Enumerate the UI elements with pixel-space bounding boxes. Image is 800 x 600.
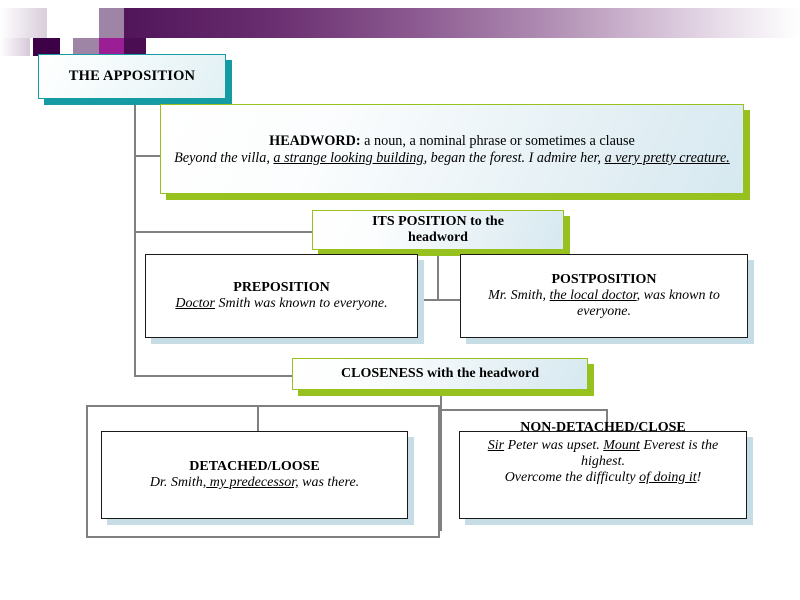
node-its-position-title-line1: ITS POSITION to the [372,214,504,230]
connector-closeness-right [440,409,608,411]
deco-square-8 [73,8,99,38]
node-detached-loose-body: DETACHED/LOOSE Dr. Smith, my predecessor… [101,431,408,519]
node-apposition-body: THE APPOSITION [38,54,226,99]
node-detached-loose-title: DETACHED/LOOSE [189,459,320,475]
node-preposition-body: PREPOSITION Doctor Smith was known to ev… [145,254,418,338]
connector-trunk-main [134,99,136,377]
nondetached-ex1-rest: Everest is the highest. [581,437,719,469]
connector-detached-stem [257,405,259,433]
preposition-ex-rest: Smith was known to everyone. [215,295,388,311]
node-postposition-body: POSTPOSITION Mr. Smith, the local doctor… [460,254,748,338]
nondetached-ex1-underline-2: Mount [603,437,640,453]
node-headword[interactable]: HEADWORD: a noun, a nominal phrase or so… [160,104,750,200]
deco-square-7 [99,8,124,38]
nondetached-ex2-underline: of doing it [639,469,697,485]
connector-to-closeness [134,375,292,377]
deco-square-1 [33,38,60,56]
node-headword-body: HEADWORD: a noun, a nominal phrase or so… [160,104,744,194]
node-preposition-title: PREPOSITION [233,280,330,296]
header-gradient-left-lower [0,38,30,56]
node-headword-heading: HEADWORD: a noun, a nominal phrase or so… [269,132,635,150]
node-postposition-example: Mr. Smith, the local doctor, was known t… [468,288,740,320]
node-preposition-example: Doctor Smith was known to everyone. [175,296,387,312]
node-its-position-title-line2: headword [408,230,468,245]
headword-ex-pre: Beyond the villa, [174,149,274,166]
connector-closeness-down [440,389,442,531]
headword-ex-underline-1: a strange looking building [273,149,424,166]
detached-ex-pre: Dr. Smith, [149,474,207,490]
nondetached-ex2-rest: ! [696,469,702,485]
nondetached-ex1-underline-1: Sir [487,437,505,453]
node-non-detached-close-title: NON-DETACHED/CLOSE [520,420,686,435]
postposition-ex-rest: , was known to everyone. [576,287,720,319]
node-its-position[interactable]: ITS POSITION to the headword [312,210,570,256]
nondetached-ex1-mid: Peter was upset. [504,437,604,453]
node-non-detached-close-example-1: Sir Peter was upset. Mount Everest is th… [467,438,739,470]
deco-square-3 [99,38,124,56]
node-non-detached-close-example-2: Overcome the difficulty of doing it! [505,470,702,486]
connector-to-position [134,231,312,233]
detached-ex-underline: my predecessor, [206,474,299,490]
deco-square-2 [73,38,99,56]
nondetached-ex2-pre: Overcome the difficulty [504,469,640,485]
deco-square-6 [47,8,73,38]
node-apposition[interactable]: THE APPOSITION [38,54,232,105]
node-non-detached-close-body: NON-DETACHED/CLOSE Sir Peter was upset. … [459,420,747,519]
connector-to-nondetached [606,409,608,431]
headword-ex-underline-2: a very pretty creature. [604,149,730,166]
node-headword-definition: a noun, a nominal phrase or sometimes a … [364,132,635,149]
connector-to-headword [134,155,162,157]
node-headword-title: HEADWORD: [269,132,361,149]
connector-position-to-postposition [437,299,460,301]
node-postposition-title: POSTPOSITION [551,272,657,288]
node-preposition[interactable]: PREPOSITION Doctor Smith was known to ev… [145,254,424,344]
node-postposition[interactable]: POSTPOSITION Mr. Smith, the local doctor… [460,254,754,344]
headword-ex-mid: , began the forest. I admire her, [423,149,605,166]
detached-ex-rest: was there. [298,474,360,490]
preposition-ex-underline: Doctor [175,295,216,311]
postposition-ex-underline: the local doctor [549,287,637,303]
node-closeness-title: CLOSENESS with the headword [341,366,539,382]
header-gradient-bar [72,8,800,38]
node-closeness[interactable]: CLOSENESS with the headword [292,358,594,396]
node-detached-loose[interactable]: DETACHED/LOOSE Dr. Smith, my predecessor… [101,431,414,525]
node-apposition-title: THE APPOSITION [68,68,196,85]
detached-group-frame [86,405,440,538]
node-headword-example: Beyond the villa, a strange looking buil… [174,150,730,166]
node-detached-loose-example: Dr. Smith, my predecessor, was there. [150,475,359,491]
deco-square-4 [124,38,146,56]
node-closeness-body: CLOSENESS with the headword [292,358,588,390]
connector-position-down [437,245,439,301]
node-non-detached-close[interactable]: NON-DETACHED/CLOSE Sir Peter was upset. … [459,420,753,525]
postposition-ex-pre: Mr. Smith, [488,287,550,303]
node-its-position-body: ITS POSITION to the headword [312,210,564,250]
connector-position-to-preposition [418,299,439,301]
